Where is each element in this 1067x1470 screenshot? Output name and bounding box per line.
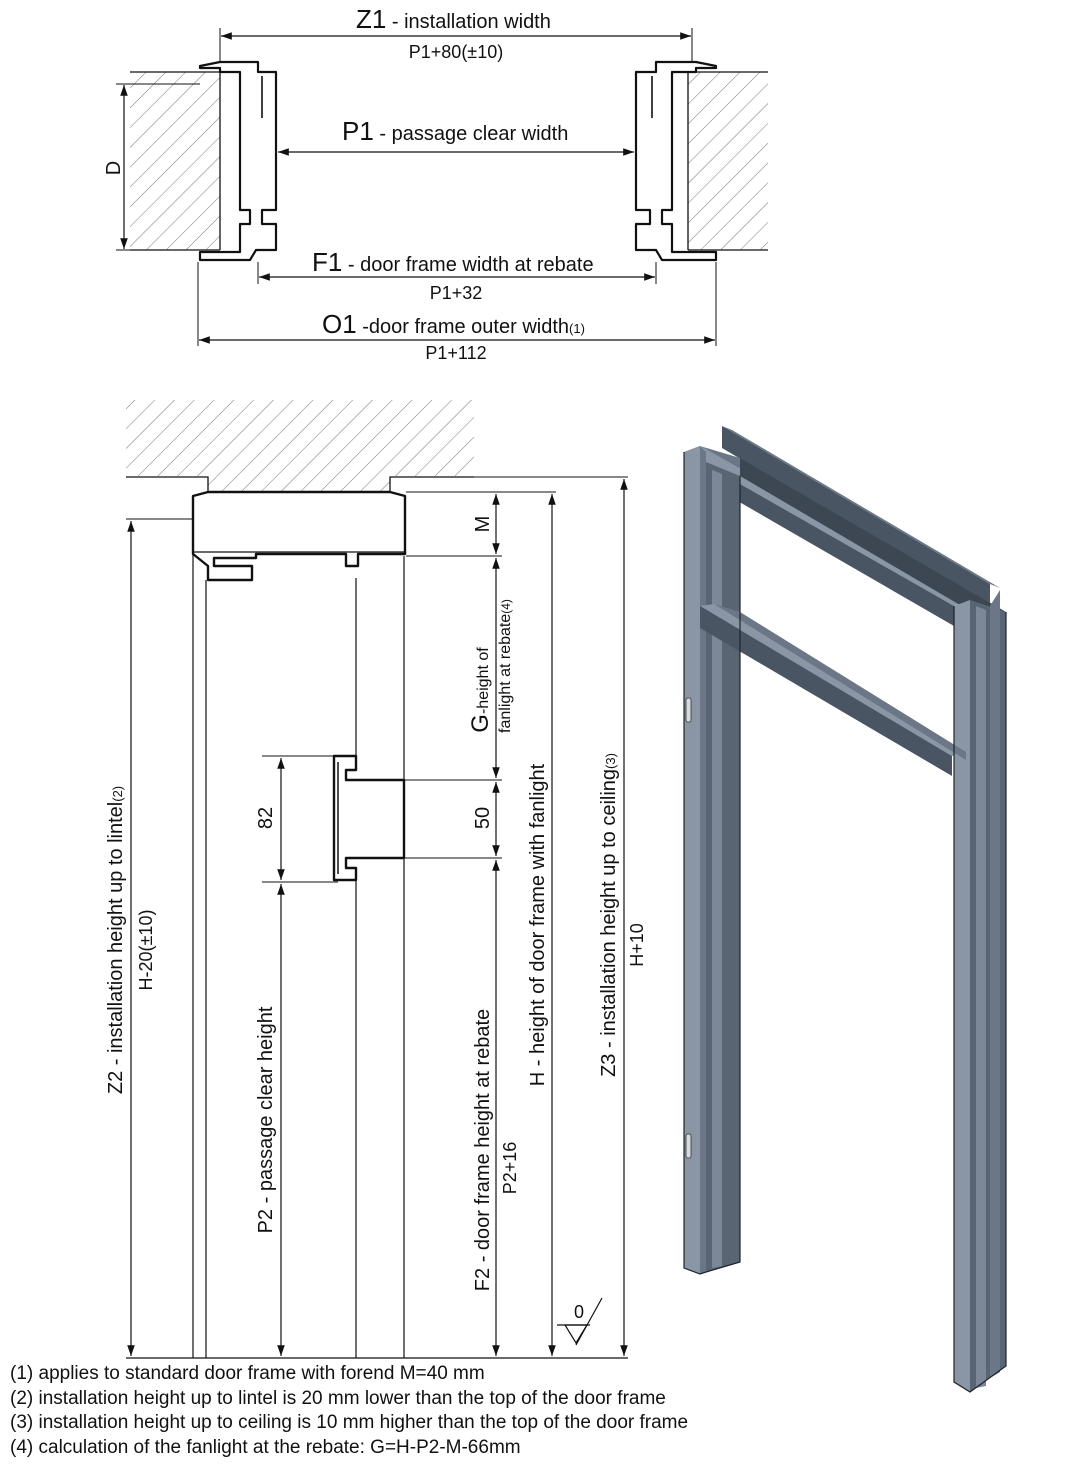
head-frame-profile <box>191 490 407 582</box>
o1-formula: P1+112 <box>425 343 486 363</box>
z3-formula: H+10 <box>627 923 647 967</box>
d-label: D <box>103 161 125 175</box>
hinge-upper <box>685 697 692 723</box>
footnotes: (1) applies to standard door frame with … <box>10 1362 688 1460</box>
z3-label: Z3 - installation height up to ceiling(3… <box>598 753 620 1077</box>
footnote-2: (2) installation height up to lintel is … <box>10 1387 666 1409</box>
dim-82-label: 82 <box>255 807 277 829</box>
p1-label: P1 - passage clear width <box>342 116 568 146</box>
left-frame-profile <box>198 60 278 262</box>
f2-label: F2 - door frame height at rebate <box>472 1009 494 1291</box>
m-label: M <box>472 516 494 533</box>
right-wall-hatch <box>688 72 768 250</box>
lintel-hatch <box>126 400 474 476</box>
g-label-line2: fanlight at rebate(4) <box>497 599 514 733</box>
f2-formula: P2+16 <box>500 1142 520 1195</box>
transom-profile <box>332 754 406 882</box>
p2-label: P2 - passage clear height <box>255 1006 277 1233</box>
f1-label: F1 - door frame width at rebate <box>312 247 594 277</box>
g-label: G-height of <box>467 647 494 733</box>
h-label: H - height of door frame with fanlight <box>527 763 549 1086</box>
o1-label: O1 -door frame outer width(1) <box>322 309 585 339</box>
footnote-1: (1) applies to standard door frame with … <box>10 1363 485 1384</box>
right-frame-profile <box>634 60 718 262</box>
door-frame-3d-illustration <box>683 426 1007 1393</box>
z1-label: Z1 - installation width <box>356 4 551 34</box>
hinge-lower <box>685 1133 692 1159</box>
left-wall-hatch <box>130 72 220 250</box>
f1-formula: P1+32 <box>430 283 483 303</box>
level-mark-symbol: 0 <box>557 1297 603 1346</box>
dim-50-label: 50 <box>472 807 494 829</box>
level-mark-label: 0 <box>574 1302 584 1322</box>
z1-formula: P1+80(±10) <box>409 42 503 62</box>
z2-formula: H-20(±10) <box>136 910 156 991</box>
plan-view: Z1 - installation width P1+80(±10) P1 - … <box>103 4 768 363</box>
footnote-3: (3) installation height up to ceiling is… <box>10 1412 689 1433</box>
z2-label: Z2 - installation height up to lintel(2) <box>105 786 127 1094</box>
footnote-4: (4) calculation of the fanlight at the r… <box>10 1436 521 1458</box>
elevation-view: 0 Z2 - installation height up to lintel(… <box>105 400 647 1359</box>
